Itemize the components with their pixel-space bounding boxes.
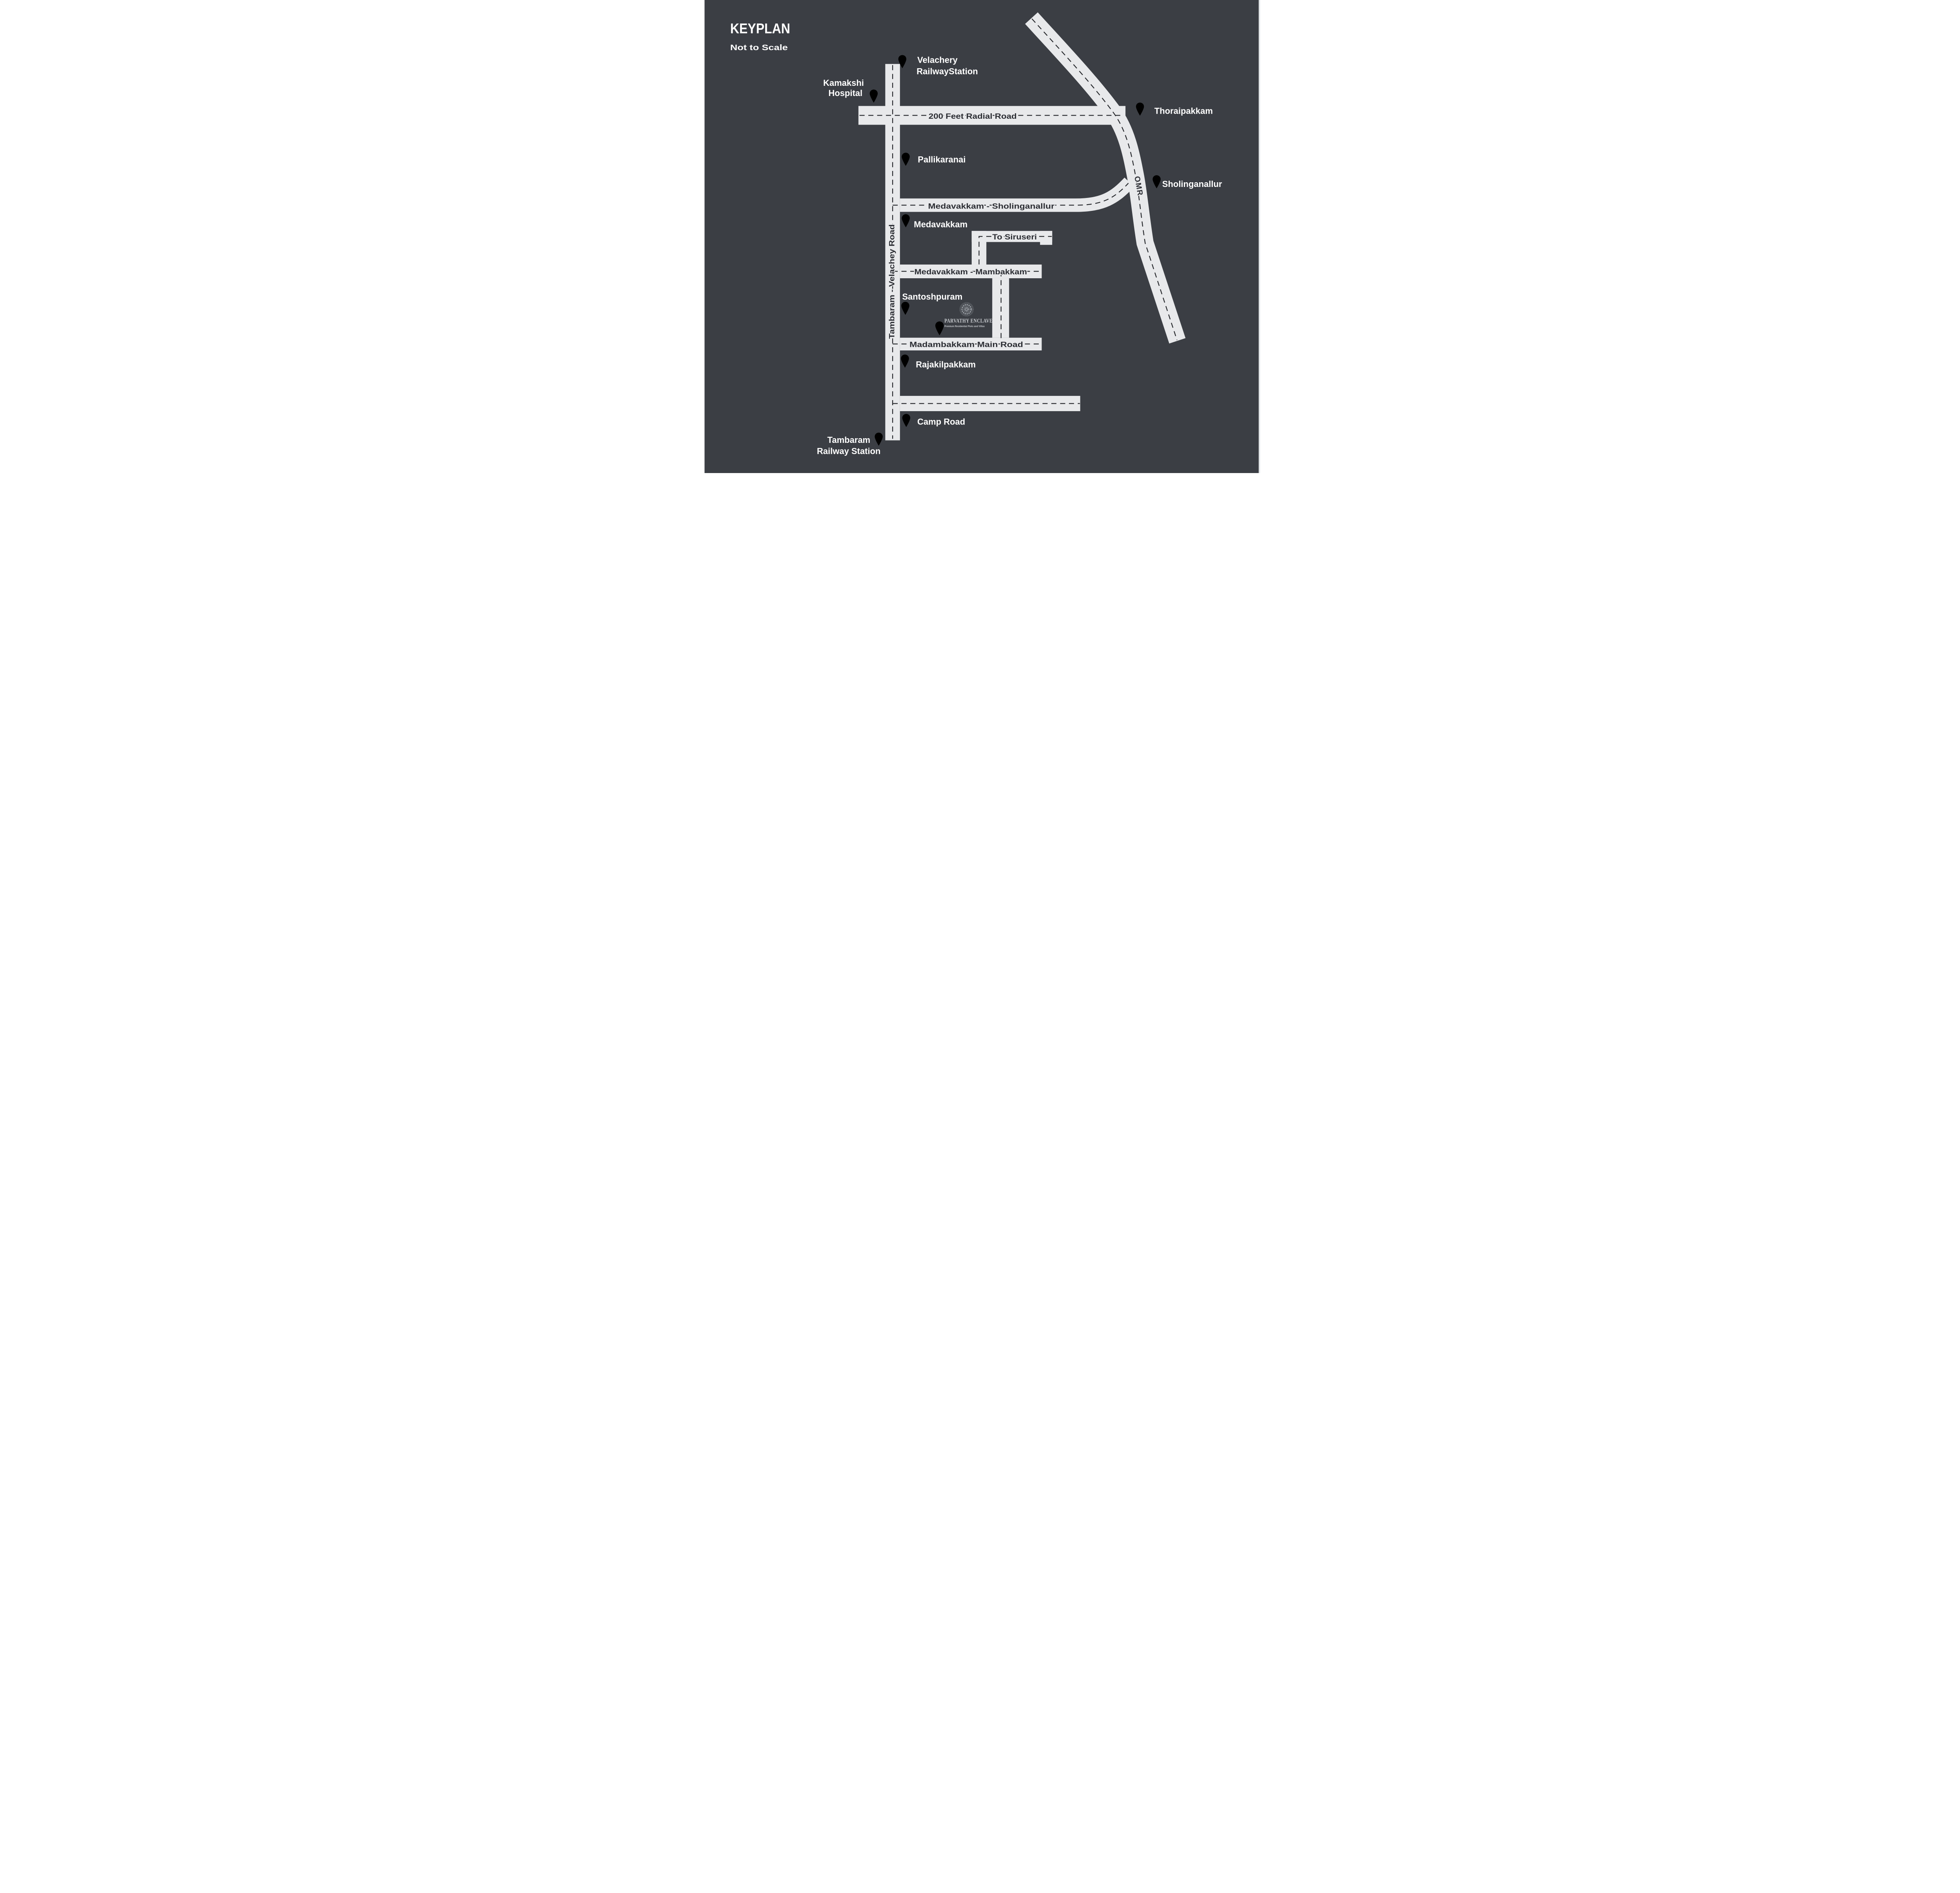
tambaram-label-line1: Tambaram xyxy=(828,435,871,445)
centerline-medavakkam-sholinganallur xyxy=(893,183,1129,206)
road-label-medavakkam-mambakkam: Medavakkam - Mambakkam xyxy=(915,268,1027,276)
keyplan-map: KEYPLAN Not to Scale 200 Feet Radial Roa… xyxy=(674,0,1286,473)
velachery-label-line2: RailwayStation xyxy=(916,67,978,76)
medavakkam-label: Medavakkam xyxy=(914,219,967,229)
kamakshi-label-line1: Kamakshi xyxy=(823,78,864,88)
place-labels: Velachery RailwayStation Kamakshi Hospit… xyxy=(817,55,1222,456)
centerline-to-siruseri xyxy=(978,236,1052,265)
road-label-to-siruseri: To Siruseri xyxy=(992,233,1037,241)
road-label-200-feet-radial: 200 Feet Radial Road xyxy=(929,112,1017,121)
rajakilpakkam-label: Rajakilpakkam xyxy=(916,359,976,369)
road-to-siruseri-right-stub xyxy=(1040,231,1053,245)
centerline-omr xyxy=(1031,18,1178,340)
panel-edge-line xyxy=(1258,0,1260,473)
project-tagline: Premium Residential Plots and Villas xyxy=(944,325,985,328)
road-label-tambaram-velachey: Tambaram - Velachey Road xyxy=(887,224,896,339)
santoshpuram-label: Santoshpuram xyxy=(902,292,962,301)
road-to-siruseri xyxy=(971,231,1053,242)
road-label-madambakkam-main: Madambakkam Main Road xyxy=(909,340,1023,349)
thoraipakkam-label: Thoraipakkam xyxy=(1154,106,1213,116)
tambaram-label-line2: Railway Station xyxy=(817,446,880,456)
keyplan-svg: KEYPLAN Not to Scale 200 Feet Radial Roa… xyxy=(674,0,1286,473)
project-name: PARVATHY ENCLAVE xyxy=(944,318,993,324)
sholinganallur-label: Sholinganallur xyxy=(1162,179,1222,189)
velachery-label-line1: Velachery xyxy=(917,55,958,65)
road-label-medavakkam-sholinganallur: Medavakkam - Sholinganallur xyxy=(928,202,1055,211)
road-centerlines xyxy=(859,18,1178,439)
kamakshi-label-line2: Hospital xyxy=(828,88,862,98)
pallikaranai-label: Pallikaranai xyxy=(918,155,965,165)
camp-road-label: Camp Road xyxy=(917,417,965,427)
parvathy-enclave-logo: PARVATHY ENCLAVE Premium Residential Plo… xyxy=(944,302,993,328)
page-subtitle: Not to Scale xyxy=(730,44,788,52)
mandala-icon xyxy=(959,302,974,317)
page-title: KEYPLAN xyxy=(730,20,790,36)
